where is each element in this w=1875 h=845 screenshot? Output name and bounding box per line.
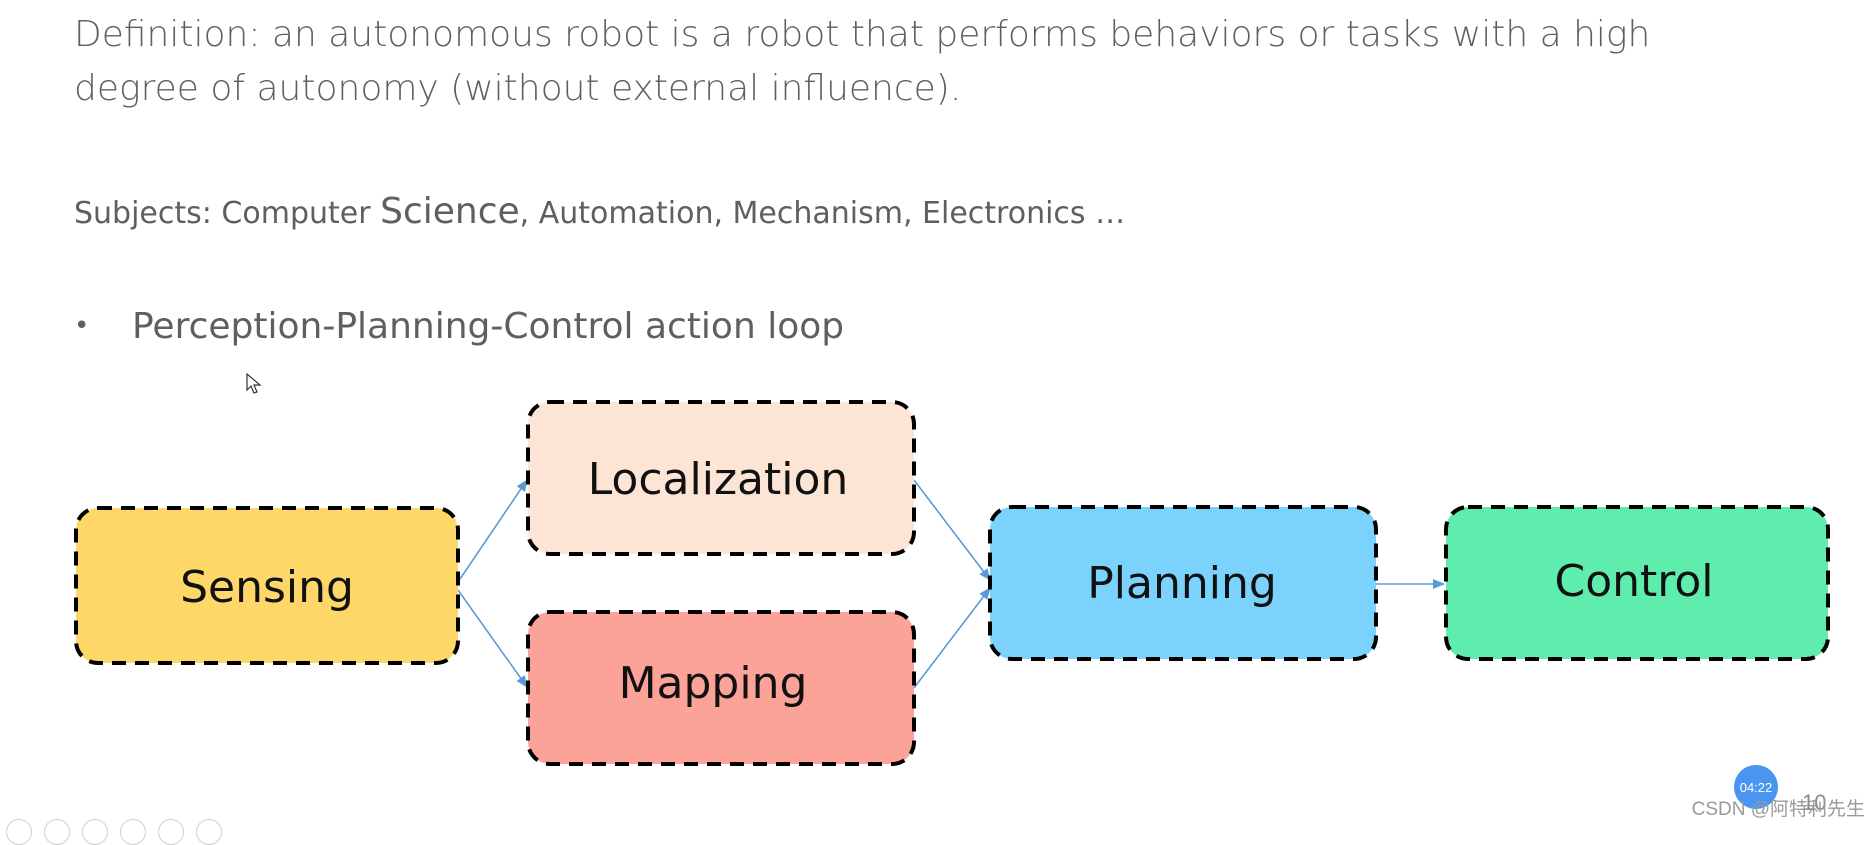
toolbar-grid-icon[interactable] (120, 819, 146, 845)
node-planning-box (988, 505, 1378, 661)
arrows (457, 479, 1445, 689)
mouse-cursor-icon (246, 373, 262, 394)
subjects-science: Science (380, 191, 520, 232)
node-localization-label: Localization (588, 454, 849, 505)
presentation-toolbar[interactable] (0, 817, 226, 845)
node-mapping-box (526, 610, 916, 766)
bullet-icon: • (74, 311, 90, 341)
toolbar-pen-icon[interactable] (82, 819, 108, 845)
toolbar-zoom-icon[interactable] (158, 819, 184, 845)
node-localization-box (526, 400, 916, 556)
watermark-text: CSDN @阿特利先生 (1691, 799, 1865, 820)
node-planning-label: Planning (1087, 558, 1277, 609)
bullet-item: • Perception-Planning-Control action loo… (74, 302, 844, 350)
node-mapping-label: Mapping (619, 658, 808, 709)
definition-text: Definition: an autonomous robot is a rob… (74, 14, 1651, 109)
node-sensing: Sensing (74, 506, 460, 665)
arrow-sensing-localization (457, 479, 528, 583)
node-planning: Planning (988, 505, 1378, 661)
node-sensing-label: Sensing (180, 562, 354, 613)
node-localization: Localization (526, 400, 916, 556)
subjects-rest: , Automation, Mechanism, Electronics … (519, 196, 1126, 231)
node-control-box (1444, 505, 1830, 661)
arrow-sensing-mapping (457, 589, 528, 688)
toolbar-forward-icon[interactable] (44, 819, 70, 845)
subjects-line: Subjects: Computer Science, Automation, … (74, 192, 1125, 234)
video-timer-badge: 04:22 (1734, 765, 1778, 809)
node-control-label: Control (1554, 556, 1713, 607)
node-mapping: Mapping (526, 610, 916, 766)
toolbar-back-icon[interactable] (6, 819, 32, 845)
node-control: Control (1444, 505, 1830, 661)
node-sensing-box (74, 506, 460, 665)
page-number: 10 (1802, 790, 1827, 815)
arrow-mapping-planning (913, 587, 991, 689)
subjects-prefix: Subjects: Computer (74, 196, 381, 231)
flow-diagram: Sensing Localization Mapping Planning Co… (74, 400, 1830, 766)
toolbar-more-icon[interactable] (196, 819, 222, 845)
arrow-localization-planning (913, 479, 991, 581)
bullet-text: Perception-Planning-Control action loop (132, 305, 845, 347)
